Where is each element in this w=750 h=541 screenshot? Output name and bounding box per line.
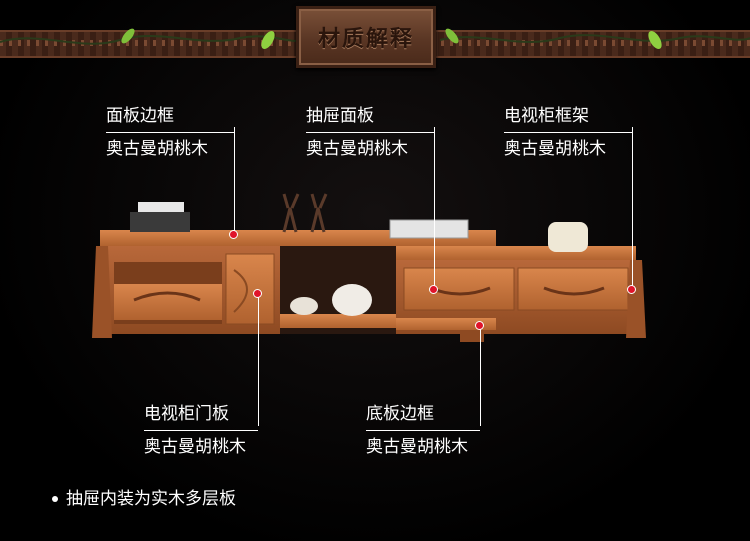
- deer-figurine: [282, 193, 300, 233]
- decor-books: [138, 202, 184, 212]
- pointer-line: [258, 294, 259, 426]
- page-title: 材质解释: [317, 26, 414, 52]
- base-frame: [396, 318, 496, 330]
- pointer-line: [434, 127, 435, 289]
- callout-part: 面板边框: [106, 106, 174, 126]
- pointer-line: [480, 326, 481, 426]
- vase: [290, 297, 318, 315]
- marker-dot: [429, 285, 438, 294]
- leaf-icon: [445, 28, 459, 44]
- marker-dot: [229, 230, 238, 239]
- callout-part: 电视柜框架: [504, 106, 589, 126]
- callout-material: 奥古曼胡桃木: [306, 132, 434, 161]
- callout-material: 奥古曼胡桃木: [106, 132, 234, 161]
- leaf-icon: [648, 30, 662, 50]
- footer-note: 抽屉内装为实木多层板: [52, 484, 236, 509]
- marker-dot: [627, 285, 636, 294]
- tv-cabinet-illustration: [92, 193, 646, 342]
- callout-cabinet-door: 电视柜门板 奥古曼胡桃木: [144, 402, 258, 459]
- left-leg: [92, 246, 112, 338]
- callout-cabinet-frame: 电视柜框架 奥古曼胡桃木: [504, 104, 632, 161]
- decor-box: [130, 212, 190, 232]
- drawer-handle: [133, 291, 201, 302]
- cabinet-door: [225, 253, 275, 325]
- dvd-player: [389, 219, 469, 239]
- leaf-icon: [121, 28, 135, 44]
- callout-part: 抽屉面板: [306, 106, 374, 126]
- footer-note-text: 抽屉内装为实木多层板: [66, 489, 236, 509]
- bullet-icon: [52, 496, 58, 502]
- callout-material: 奥古曼胡桃木: [504, 132, 632, 161]
- middle-shelf: [280, 314, 400, 328]
- pointer-line: [632, 127, 633, 289]
- leaf-icon: [261, 30, 275, 50]
- title-plaque: 材质解释: [296, 6, 436, 68]
- door-carving: [233, 269, 248, 313]
- marker-dot: [475, 321, 484, 330]
- marker-dot: [253, 289, 262, 298]
- callout-part: 底板边框: [366, 404, 434, 424]
- pointer-line: [234, 127, 235, 235]
- callout-panel-frame: 面板边框 奥古曼胡桃木: [106, 104, 234, 161]
- callout-part: 电视柜门板: [144, 404, 229, 424]
- callout-drawer-panel: 抽屉面板 奥古曼胡桃木: [306, 104, 434, 161]
- base-foot: [460, 330, 484, 342]
- right-leg: [626, 260, 646, 338]
- right-drawer-right: [517, 267, 629, 311]
- left-drawer: [114, 284, 222, 320]
- callout-base-frame: 底板边框 奥古曼胡桃木: [366, 402, 480, 459]
- drawer-handle: [543, 286, 605, 296]
- deer-figurine: [310, 193, 328, 233]
- vine-decoration: [0, 28, 750, 50]
- vase: [332, 284, 372, 316]
- right-top-panel: [396, 246, 636, 260]
- right-drawer-left: [403, 267, 515, 311]
- ceramic-jar: [548, 222, 588, 252]
- callout-material: 奥古曼胡桃木: [144, 430, 258, 459]
- callout-material: 奥古曼胡桃木: [366, 430, 480, 459]
